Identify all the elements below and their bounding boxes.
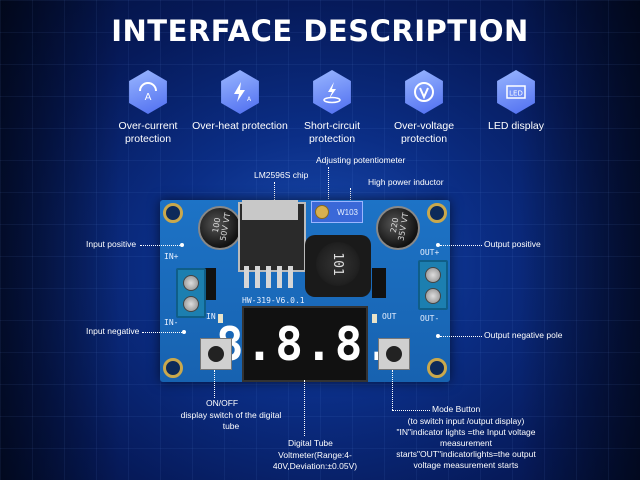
feature-label: LED display bbox=[487, 120, 545, 132]
mode-title: Mode Button bbox=[432, 404, 481, 414]
silk-in: IN bbox=[206, 312, 216, 321]
page-title: INTERFACE DESCRIPTION bbox=[111, 14, 529, 48]
input-positive-leader bbox=[140, 245, 182, 246]
capacitor-left: 100 50V VT bbox=[198, 206, 242, 250]
feature-label: Short-circuit protection bbox=[303, 120, 360, 145]
feature-short-circuit: Short-circuit protection bbox=[284, 70, 380, 146]
current-protection-icon: A bbox=[129, 70, 167, 114]
inductor-label: 101 bbox=[316, 242, 360, 286]
mount-hole bbox=[163, 203, 183, 223]
cap-right-label: 220 35V VT bbox=[388, 211, 411, 242]
mode-button-cap[interactable] bbox=[386, 346, 402, 362]
mode-leader bbox=[392, 370, 393, 410]
input-terminal[interactable] bbox=[176, 268, 206, 318]
silk-out-minus: OUT- bbox=[420, 314, 440, 323]
digital-tube-display: 8.8.8. bbox=[216, 306, 392, 382]
feature-label: Over-heat protection bbox=[192, 120, 288, 132]
output-terminal[interactable] bbox=[418, 260, 448, 310]
mount-hole bbox=[163, 358, 183, 378]
silk-in-plus: IN+ bbox=[164, 252, 179, 261]
svg-text:A: A bbox=[145, 92, 152, 103]
onoff-button-cap[interactable] bbox=[208, 346, 224, 362]
cap-left-label: 100 50V VT bbox=[210, 211, 233, 242]
heat-protection-icon: A bbox=[221, 70, 259, 114]
silk-version: HW-319-V6.0.1 bbox=[242, 296, 305, 305]
diode bbox=[372, 268, 386, 298]
inductor-annotation: High power inductor bbox=[368, 177, 444, 187]
out-indicator-led bbox=[372, 314, 377, 323]
output-positive-annotation: Output positive bbox=[484, 239, 541, 249]
leader-dot bbox=[436, 243, 440, 247]
silk-out-plus: OUT+ bbox=[420, 248, 440, 257]
digital-tube-title: Digital Tube bbox=[288, 438, 333, 448]
leader-dot bbox=[182, 330, 186, 334]
potentiometer-annotation: Adjusting potentiometer bbox=[316, 155, 406, 165]
output-negative-annotation: Output negative pole bbox=[484, 330, 563, 340]
input-negative-leader bbox=[142, 332, 184, 333]
silk-in-minus: IN- bbox=[164, 318, 179, 327]
onoff-button[interactable] bbox=[200, 338, 232, 370]
in-indicator-led bbox=[218, 314, 223, 323]
digital-tube-leader bbox=[304, 380, 305, 436]
terminal-screw[interactable] bbox=[183, 275, 199, 291]
mode-desc: (to switch input /output display) "IN"in… bbox=[396, 416, 536, 470]
feature-over-heat: A Over-heat protection bbox=[192, 70, 288, 133]
mount-hole bbox=[427, 203, 447, 223]
digital-tube-desc: Voltmeter(Range:4-40V,Deviation:±0.05V) bbox=[272, 450, 358, 471]
input-negative-annotation: Input negative bbox=[86, 326, 140, 336]
svg-text:LED: LED bbox=[509, 90, 523, 98]
chip-heatsink-tab bbox=[242, 200, 298, 220]
chip-annotation: LM2596S chip bbox=[254, 170, 309, 180]
input-positive-annotation: Input positive bbox=[86, 239, 137, 249]
silk-out: OUT bbox=[382, 312, 397, 321]
output-negative-leader bbox=[440, 336, 482, 337]
terminal-screw[interactable] bbox=[425, 267, 441, 283]
chip-leader bbox=[274, 182, 275, 204]
mode-button[interactable] bbox=[378, 338, 410, 370]
voltage-protection-icon bbox=[405, 70, 443, 114]
short-circuit-icon bbox=[313, 70, 351, 114]
mode-leader-h bbox=[392, 410, 430, 411]
onoff-title: ON/OFF bbox=[206, 398, 239, 408]
feature-over-voltage: Over-voltage protection bbox=[376, 70, 472, 146]
terminal-screw[interactable] bbox=[425, 288, 441, 304]
feature-led-display: LED LED display bbox=[468, 70, 564, 133]
terminal-screw[interactable] bbox=[183, 296, 199, 312]
potentiometer-screw[interactable] bbox=[315, 205, 329, 219]
feature-label: Over-voltage protection bbox=[393, 120, 455, 145]
leader-dot bbox=[180, 243, 184, 247]
left-vignette bbox=[0, 0, 120, 480]
feature-label: Over-current protection bbox=[118, 120, 178, 145]
feature-over-current: A Over-current protection bbox=[100, 70, 196, 146]
svg-text:A: A bbox=[247, 96, 252, 103]
pot-leader bbox=[328, 167, 329, 207]
onoff-leader bbox=[214, 370, 215, 398]
mount-hole bbox=[427, 358, 447, 378]
led-display-icon: LED bbox=[497, 70, 535, 114]
onoff-desc: display switch of the digital tube bbox=[180, 410, 282, 431]
chip-pins bbox=[244, 266, 296, 288]
output-positive-leader bbox=[440, 245, 482, 246]
capacitor-right: 220 35V VT bbox=[376, 206, 420, 250]
leader-dot bbox=[436, 334, 440, 338]
